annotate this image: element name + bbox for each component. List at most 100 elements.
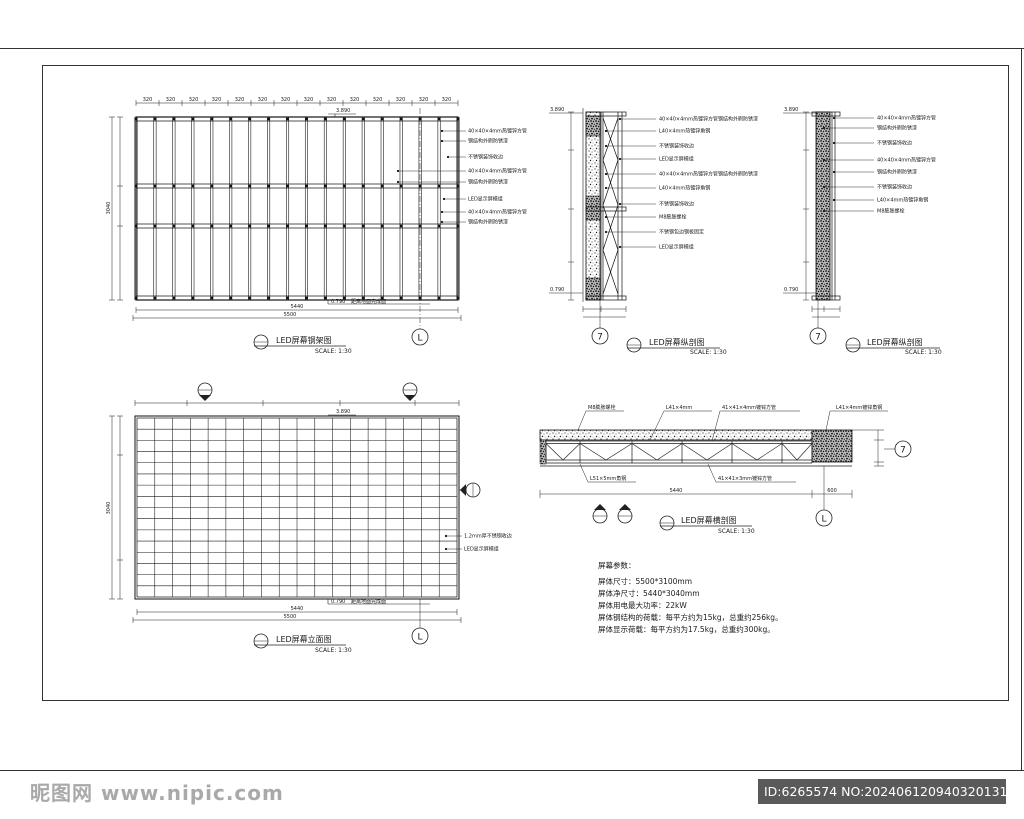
bolt-mark	[229, 224, 233, 228]
frame-title-block: LED屏幕钢架图 SCALE: 1:30	[253, 334, 352, 355]
frame-axis-label: L	[417, 334, 422, 344]
section-h-label-tube-bottom: 41×41×3mm镀锌方管	[718, 475, 772, 482]
section-h-label-tube-top: 41×41×4mm镀锌方管	[722, 404, 776, 411]
bolt-mark	[267, 184, 270, 188]
elevation-width-total-label: 5500	[284, 614, 297, 620]
section-v2-panel	[815, 111, 831, 301]
bolt-mark	[286, 117, 289, 121]
elevation-elev-bottom-label: 0.790	[331, 599, 345, 605]
module-dimension-label: 320	[327, 97, 337, 103]
bolt-mark	[134, 184, 138, 188]
bolt-mark	[399, 117, 403, 121]
truss-diagonal	[781, 443, 798, 461]
section-v2-annotation: 不锈钢装饰收边	[877, 184, 912, 191]
bolt-mark	[399, 224, 403, 228]
frame-view-scale: SCALE: 1:30	[315, 348, 352, 355]
section-h-label-bolt: M8膨胀螺栓	[588, 404, 616, 411]
frame-floor-note: 距离地面完成面	[351, 298, 386, 305]
module-dimension-label: 320	[373, 97, 383, 103]
frame-annotation: 钢结构外刷防锈漆	[468, 179, 508, 186]
section-h-width-net: 5440	[670, 488, 683, 494]
section-v1-frame	[585, 111, 627, 301]
section-h-left-end	[539, 439, 547, 465]
bolt-mark	[191, 296, 195, 300]
section-v1-annotation: L40×4mm热镀锌角钢	[659, 185, 710, 192]
bolt-mark	[343, 224, 346, 228]
bolt-mark	[305, 296, 308, 300]
frame-elev-top-label: 3.890	[336, 108, 350, 114]
frame-annotation: 40×40×4mm热镀锌方管	[468, 209, 527, 216]
bolt-mark	[248, 296, 251, 300]
width-total-dimension-label: 5500	[284, 312, 297, 318]
bolt-mark	[305, 224, 308, 228]
frame-outline	[135, 116, 459, 301]
section-h-axis-l-label: L	[821, 515, 826, 525]
bolt-mark	[380, 117, 384, 121]
section-v2-title: LED屏幕纵剖图	[867, 337, 923, 347]
section-h-screen-band	[539, 429, 813, 441]
bolt-mark	[229, 296, 233, 300]
module-dimension-label: 320	[419, 97, 429, 103]
elevation-view-scale: SCALE: 1:30	[315, 647, 352, 654]
section-v1-annotation: 不锈钢包边钢板固定	[659, 229, 704, 236]
bolt-mark	[361, 296, 365, 300]
frame-annotations: 40×40×4mm热镀锌方管钢结构外刷防锈漆不锈钢装饰收边40×40×4mm热镀…	[396, 128, 527, 226]
module-dimension-label: 320	[350, 97, 360, 103]
section-h-label-angle-right: L41×4mm镀锌角钢	[836, 404, 882, 411]
bolt-mark	[361, 117, 365, 121]
frame-view-title: LED屏幕钢架图	[276, 335, 332, 345]
section-v2-elevations: 3.890 0.790	[783, 107, 816, 294]
section-v2-title-block: LED屏幕纵剖图 SCALE: 1:30	[845, 337, 942, 356]
bolt-mark	[361, 224, 365, 228]
bolt-mark	[172, 184, 176, 188]
bolt-mark	[286, 224, 289, 228]
section-h-label-angle-top: L41×4mm	[666, 405, 692, 411]
section-v2-scale: SCALE: 1:30	[905, 349, 942, 356]
frame-annotation: 40×40×4mm热镀锌方管	[468, 168, 527, 175]
elevation-outer-frame	[134, 415, 460, 600]
bolt-mark	[134, 117, 138, 121]
section-v2-annotation: 40×40×4mm热镀锌方管	[877, 157, 936, 164]
bolt-mark	[191, 184, 195, 188]
section-v2-elev-bottom: 0.790	[784, 287, 798, 293]
section-h-view: 7 M8膨胀螺栓 L41×4mm 41×41×4mm镀锌方管 L41×4mm镀锌…	[539, 404, 912, 535]
params-line-power: 屏体用电最大功率：22kW	[598, 600, 687, 610]
bolt-mark	[456, 296, 460, 300]
section-v2-annotation: 不锈钢装饰收边	[877, 140, 912, 147]
section-v1-annotations: 40×40×4mm热镀锌方管钢结构外刷防锈漆L40×4mm热镀锌角钢不锈钢装饰收…	[604, 116, 758, 251]
section-v1-dimensions	[568, 111, 627, 318]
frame-annotation: LED显示屏模组	[468, 196, 503, 203]
section-v1-anchor-middle	[585, 195, 601, 221]
section-v1-annotation: LED显示屏模组	[659, 244, 694, 251]
section-v1-axis-label: 7	[597, 333, 603, 343]
frame-annotation: 钢结构外刷防锈漆	[468, 138, 508, 145]
bolt-mark	[267, 296, 270, 300]
section-v2-view: 3.890 0.790 40×40×4mm热镀锌方管钢结构外刷防锈漆不锈钢装饰收…	[783, 107, 942, 356]
section-v2-axis-label: 7	[815, 333, 821, 343]
section-v2-dimensions	[803, 111, 841, 318]
bolt-mark	[286, 184, 289, 188]
bolt-mark	[380, 224, 384, 228]
section-h-title: LED屏幕横剖图	[681, 515, 737, 525]
bolt-mark	[324, 184, 327, 188]
watermark-site: 昵图网 www.nipic.com	[30, 781, 284, 805]
section-v1-view: 3.890 0.790 40×40×4mm热镀锌方管钢结构外刷防锈漆L40×4m…	[549, 107, 758, 356]
module-dimension-label: 320	[143, 97, 153, 103]
elevation-height-dimension-label: 3040	[106, 502, 112, 515]
bolt-mark	[324, 296, 327, 300]
frame-members	[134, 116, 460, 301]
params-line-display-load: 屏体显示荷载：每平方约为17.5kg，总重约300kg。	[598, 624, 775, 634]
truss-diagonal	[605, 443, 633, 461]
truss-diagonal	[756, 443, 783, 461]
truss-diagonal	[656, 443, 683, 461]
bolt-mark	[343, 117, 346, 121]
elevation-annotation: 1.2mm厚不锈钢收边	[464, 533, 512, 540]
sheet-border	[0, 48, 1024, 771]
section-h-scale: SCALE: 1:30	[718, 528, 755, 535]
elevation-elev-bottom: 0.790 距离地面完成面	[327, 598, 430, 605]
frame-elev-bottom-label: 0.790	[331, 299, 345, 305]
elevation-view-title: LED屏幕立面图	[276, 634, 332, 644]
section-v2-annotations: 40×40×4mm热镀锌方管钢结构外刷防锈漆不锈钢装饰收边40×40×4mm热镀…	[822, 115, 936, 215]
